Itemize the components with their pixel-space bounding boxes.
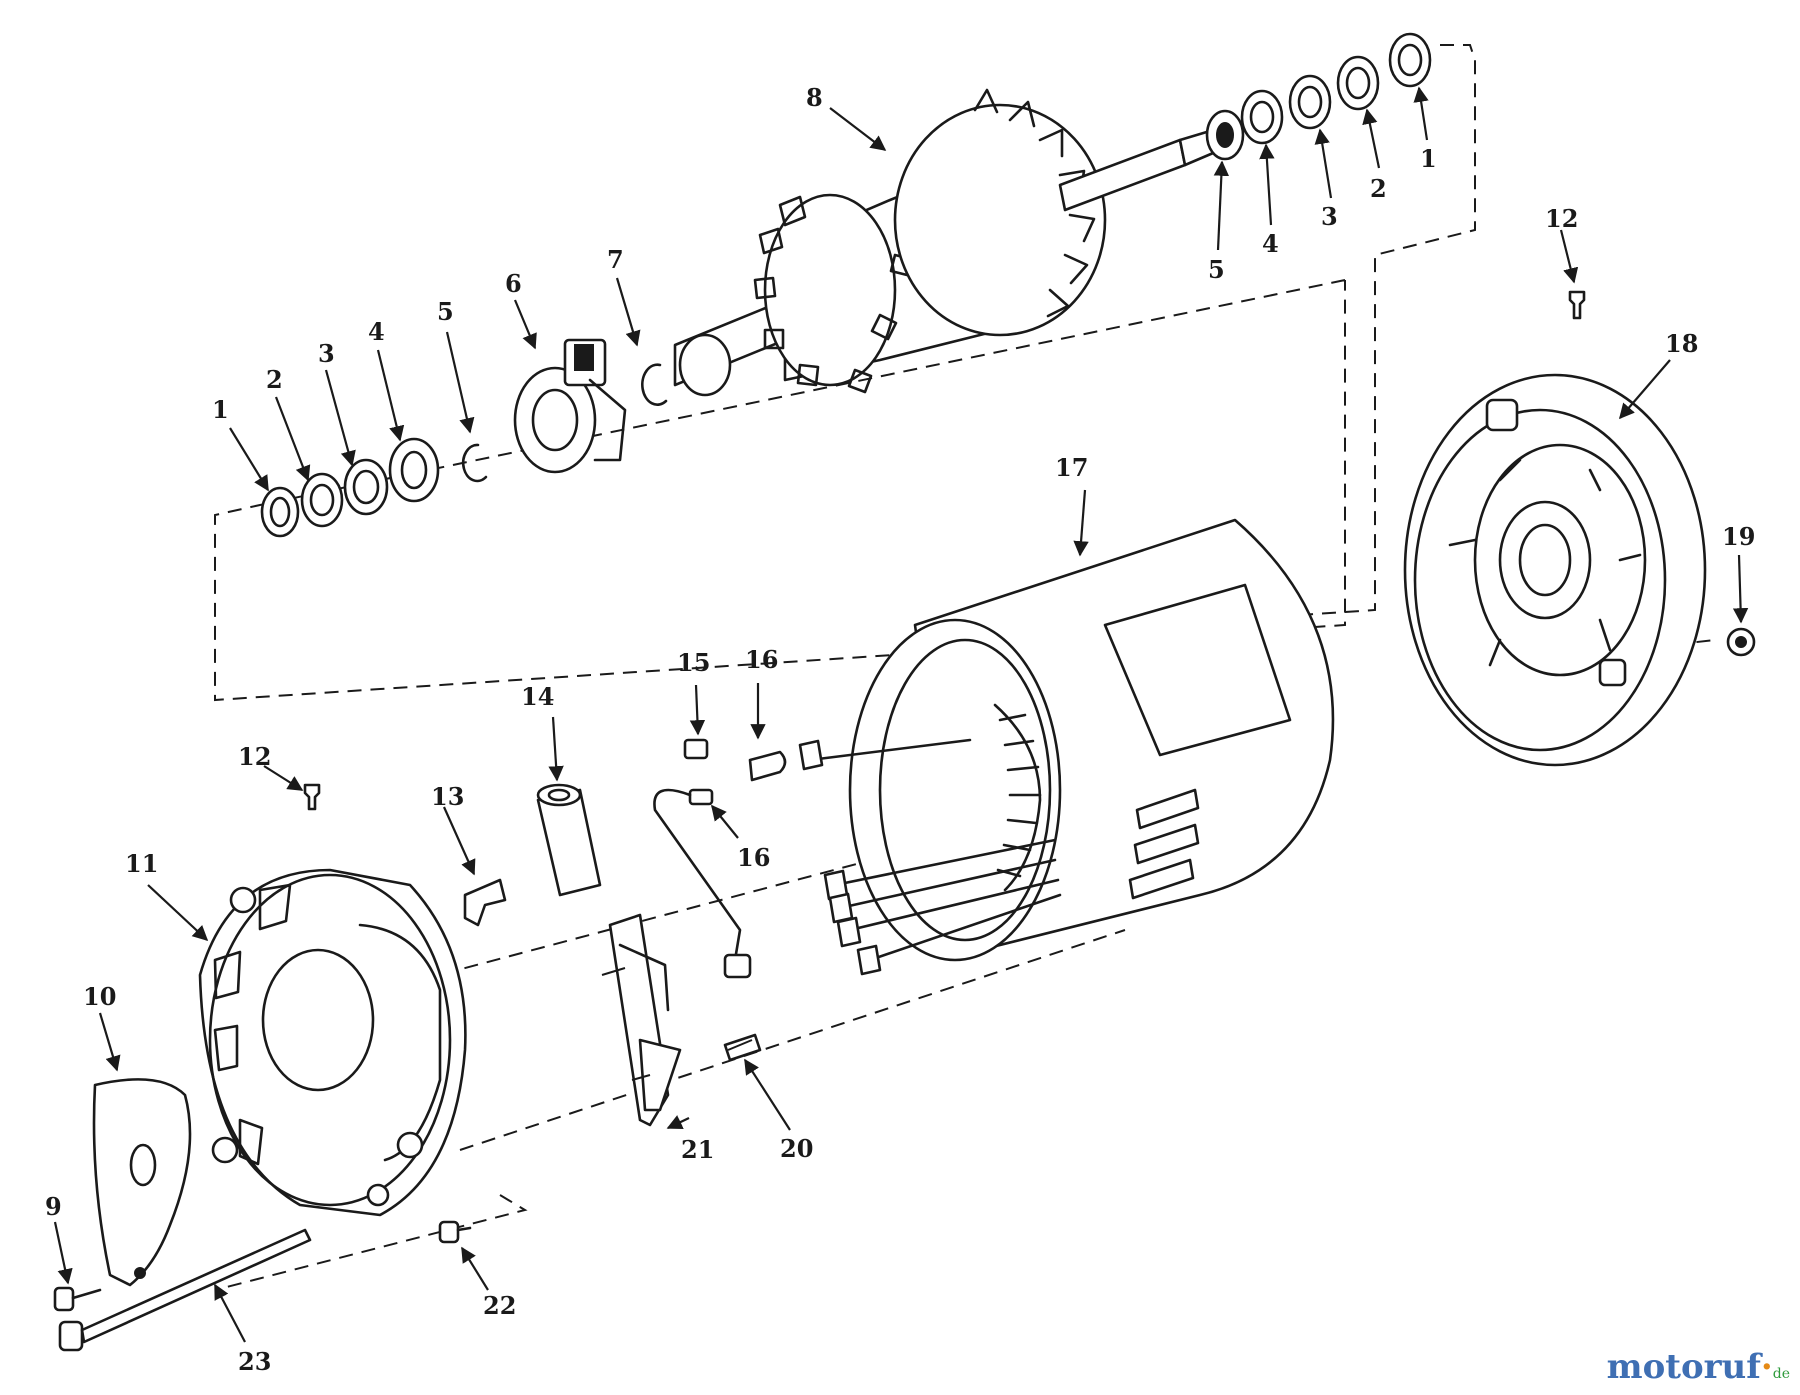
front-end-bell-part: [198, 868, 467, 1217]
watermark-main: motoruf: [1606, 1347, 1761, 1387]
screw-12-left: [303, 783, 321, 811]
rotor-part: [673, 88, 1234, 397]
washer-3-left: [343, 458, 389, 516]
watermark-tld: de: [1772, 1366, 1790, 1382]
callout-19: 19: [1722, 522, 1755, 551]
rear-end-bell-part: [1403, 373, 1707, 767]
brush-holder-part: [513, 338, 627, 474]
callout-2-left: 2: [266, 365, 283, 394]
screw-22: [438, 1220, 472, 1244]
callout-20: 20: [780, 1134, 813, 1163]
bearing-5-right: [1205, 109, 1245, 161]
washer-3-right: [1288, 74, 1332, 130]
callout-4-right: 4: [1262, 229, 1279, 258]
screw-12-right: [1568, 290, 1586, 320]
callout-3-right: 3: [1321, 202, 1338, 231]
callout-12-right: 12: [1545, 204, 1578, 233]
washer-1-right: [1388, 32, 1432, 88]
retaining-ring-part: [641, 363, 668, 406]
washer-1-left: [260, 486, 300, 538]
spring-20: [723, 1033, 762, 1062]
callout-10: 10: [83, 982, 116, 1011]
washer-stack-right: [1205, 32, 1432, 161]
screw-9: [53, 1286, 102, 1312]
switch-21: [601, 913, 682, 1127]
callout-16-bottom: 16: [737, 843, 770, 872]
callout-3-left: 3: [318, 339, 335, 368]
callout-5-left: 5: [437, 297, 454, 326]
cover-plate-part: [92, 1078, 192, 1287]
snap-ring-5-left: [461, 443, 488, 483]
callout-22: 22: [483, 1291, 516, 1320]
callout-16-top: 16: [745, 645, 778, 674]
washer-stack-left: [260, 437, 488, 538]
callout-1-right: 1: [1420, 144, 1437, 173]
callout-6: 6: [505, 269, 522, 298]
washer-4-right: [1240, 89, 1284, 145]
callout-9: 9: [45, 1192, 62, 1221]
stator-housing-part: [798, 518, 1335, 976]
callout-4-left: 4: [368, 317, 385, 346]
callout-17: 17: [1055, 453, 1088, 482]
callout-2-right: 2: [1370, 174, 1387, 203]
callout-5-right: 5: [1208, 255, 1225, 284]
callout-13: 13: [431, 782, 464, 811]
assembly-dashed-lines: [214, 44, 1716, 1291]
clip-13: [463, 878, 507, 927]
washer-4-left: [388, 437, 440, 503]
leader-arrows: [53, 86, 1749, 1343]
lead-terminals: [798, 739, 882, 976]
motoruf-watermark: motoruf·de: [1607, 1347, 1790, 1387]
connector-16: [748, 750, 787, 782]
watermark-dot: ·: [1760, 1347, 1773, 1387]
callout-21: 21: [681, 1135, 714, 1164]
callout-15: 15: [677, 648, 710, 677]
terminal-15: [653, 738, 752, 979]
callout-11: 11: [125, 849, 158, 878]
callout-1-left: 1: [212, 395, 229, 424]
capacitor-14: [536, 783, 602, 897]
callout-7: 7: [607, 245, 624, 274]
callout-23: 23: [238, 1347, 271, 1376]
washer-2-right: [1336, 55, 1380, 111]
callout-12-left: 12: [238, 742, 271, 771]
washer-2-left: [300, 472, 344, 528]
nut-19: [1726, 627, 1756, 657]
stator-leads: [808, 738, 1062, 962]
through-bolt-23: [58, 1228, 312, 1352]
callout-8: 8: [806, 83, 823, 112]
callout-labels: 1 2 3 4 5 6 7 8 5 4 3 2 1 12 18 19 17 15…: [45, 83, 1755, 1376]
callout-14: 14: [521, 682, 554, 711]
callout-18: 18: [1665, 329, 1698, 358]
